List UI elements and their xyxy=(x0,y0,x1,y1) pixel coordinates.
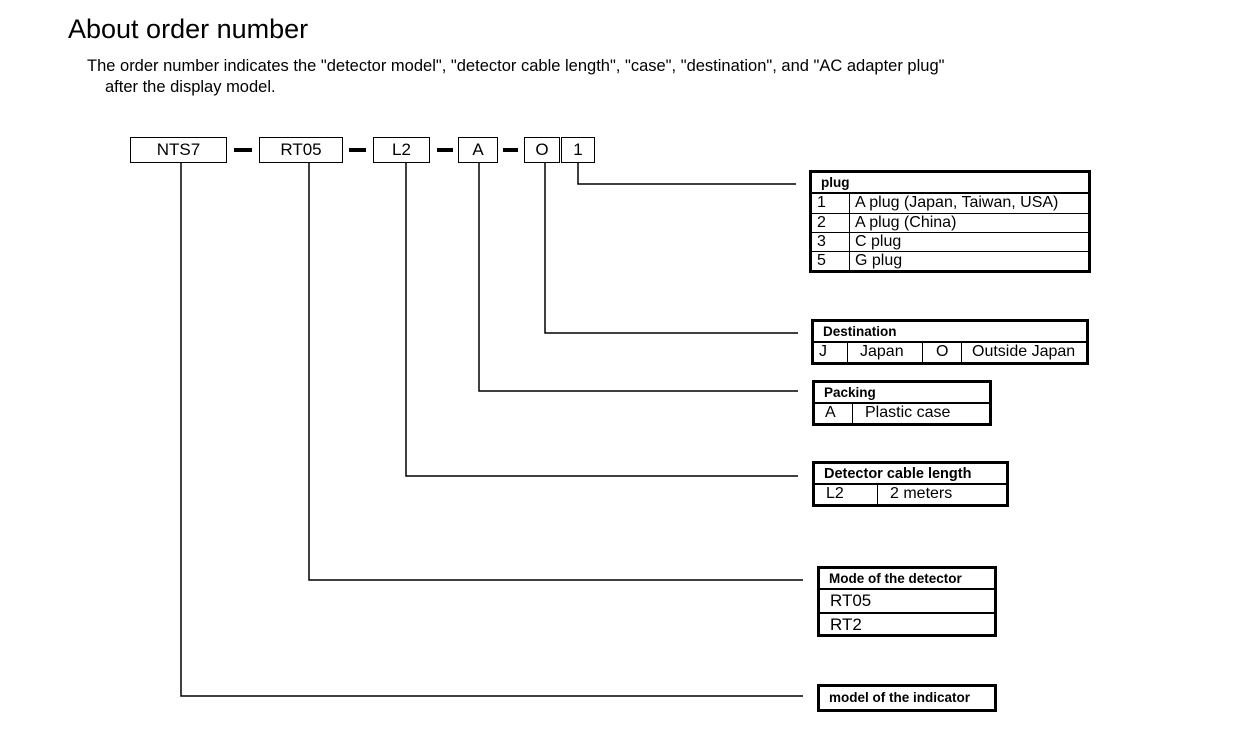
plug-code: 2 xyxy=(817,214,826,231)
packing-code: A xyxy=(825,404,836,421)
plug-label: A plug (China) xyxy=(849,214,956,232)
page-title: About order number xyxy=(68,14,309,44)
order-segment-detector: RT05 xyxy=(259,137,343,163)
cable-length-table-header: Detector cable length xyxy=(815,464,1006,485)
plug-table: plug 1 A plug (Japan, Taiwan, USA) 2 A p… xyxy=(809,170,1091,273)
connector-plug xyxy=(577,163,796,185)
packing-table: Packing A Plastic case xyxy=(812,380,992,426)
packing-table-header: Packing xyxy=(815,383,989,404)
detector-mode-table: Mode of the detector RT05 RT2 xyxy=(817,566,997,637)
connector-destination xyxy=(544,163,798,334)
segment-dash xyxy=(349,148,366,152)
indicator-model-table-header: model of the indicator xyxy=(829,690,971,705)
table-row: 2 A plug (China) xyxy=(812,213,1088,232)
connector-cable-length xyxy=(405,163,798,477)
cable-length-table: Detector cable length L2 2 meters xyxy=(812,461,1009,507)
connector-indicator-model xyxy=(180,163,803,697)
table-row: L2 2 meters xyxy=(815,485,1006,504)
destination-label: Outside Japan xyxy=(961,343,1075,362)
table-row: RT05 xyxy=(820,590,994,612)
segment-dash xyxy=(503,148,518,152)
plug-label: C plug xyxy=(849,233,901,251)
plug-code: 3 xyxy=(817,233,826,250)
order-segment-indicator: NTS7 xyxy=(130,137,227,163)
plug-table-header: plug xyxy=(812,173,1088,194)
page-description: The order number indicates the "detector… xyxy=(87,56,944,98)
order-segment-cable: L2 xyxy=(373,137,430,163)
plug-code: 1 xyxy=(817,194,826,211)
destination-table-header: Destination xyxy=(814,322,1086,343)
destination-code: J xyxy=(819,343,827,360)
table-row: 3 C plug xyxy=(812,232,1088,251)
plug-code: 5 xyxy=(817,252,826,269)
cable-length-code: L2 xyxy=(826,485,844,502)
plug-label: G plug xyxy=(849,252,902,270)
table-row: 5 G plug xyxy=(812,251,1088,270)
table-row: 1 A plug (Japan, Taiwan, USA) xyxy=(812,194,1088,213)
order-segment-destination: O xyxy=(524,137,560,163)
indicator-model-table: model of the indicator xyxy=(817,684,997,712)
description-line-1: The order number indicates the "detector… xyxy=(87,57,945,75)
destination-label: Japan xyxy=(847,343,922,362)
order-segment-plug: 1 xyxy=(561,137,595,163)
detector-mode-value: RT05 xyxy=(830,591,872,610)
destination-table: Destination J Japan O Outside Japan xyxy=(811,319,1089,365)
connector-detector-mode xyxy=(308,163,803,581)
detector-mode-value: RT2 xyxy=(830,615,862,634)
packing-label: Plastic case xyxy=(852,404,950,423)
detector-mode-table-header: Mode of the detector xyxy=(820,569,994,590)
order-segment-packing: A xyxy=(458,137,498,163)
table-row: J Japan O Outside Japan xyxy=(814,343,1086,362)
table-row: A Plastic case xyxy=(815,404,989,423)
plug-label: A plug (Japan, Taiwan, USA) xyxy=(849,194,1058,213)
segment-dash xyxy=(234,148,252,152)
segment-dash xyxy=(437,148,453,152)
description-line-2: after the display model. xyxy=(105,78,276,96)
connector-packing xyxy=(478,163,798,392)
destination-code: O xyxy=(922,343,961,362)
cable-length-label: 2 meters xyxy=(877,485,952,504)
table-row: RT2 xyxy=(820,612,994,634)
